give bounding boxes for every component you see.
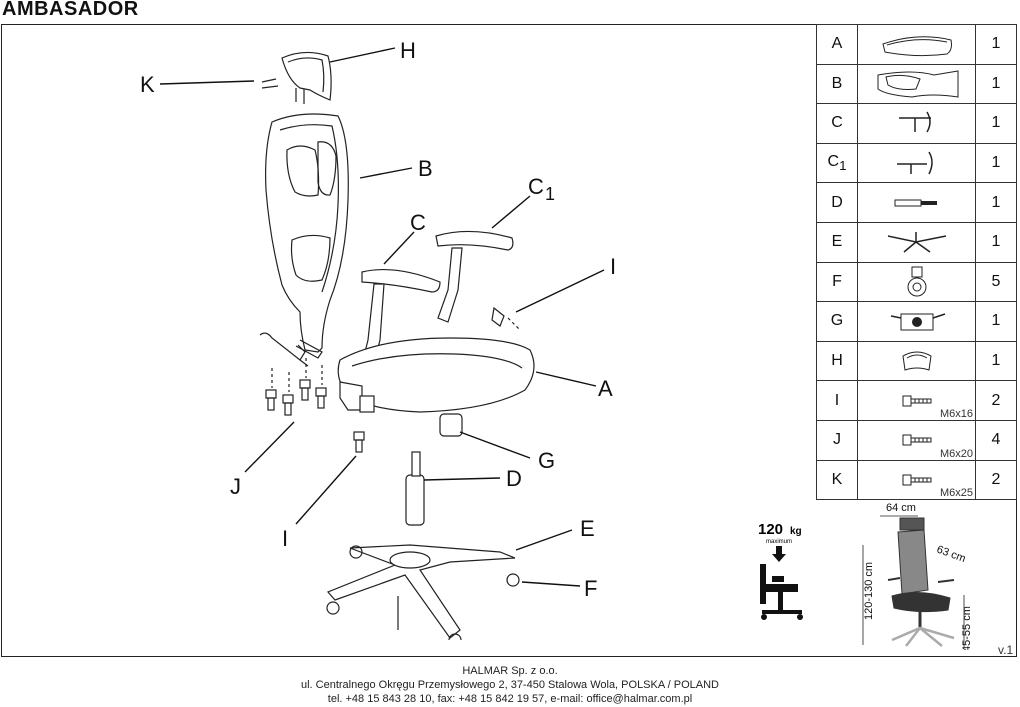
footer: HALMAR Sp. z o.o. ul. Centralnego Okręgu… — [0, 664, 1020, 706]
part-letter: E — [816, 221, 858, 263]
assembly-drawing: H K B C 1 C I A G D J I E F — [140, 38, 616, 640]
part-quantity: 1 — [975, 182, 1017, 223]
part-quantity: 1 — [975, 63, 1017, 105]
load-value: 120 — [758, 521, 783, 538]
part-letter: I — [816, 380, 858, 421]
part-quantity: 1 — [975, 24, 1017, 65]
page-title: AMBASADOR — [2, 0, 139, 20]
star-base-part — [326, 544, 516, 639]
load-label: maximum — [766, 539, 792, 545]
callout-i-top: I — [610, 254, 616, 279]
seat-part — [337, 337, 535, 413]
depth-dimension: 63 cm — [935, 544, 967, 566]
casters-part — [326, 545, 520, 640]
armrest-right-part — [435, 230, 514, 323]
part-letter: F — [816, 261, 858, 303]
part-quantity: 1 — [975, 103, 1017, 144]
part-letter: C1 — [816, 142, 858, 184]
callout-b: B — [418, 156, 433, 181]
backrest-icon — [857, 63, 976, 105]
seat-cushion-icon — [857, 24, 976, 65]
part-letter: A — [816, 24, 858, 65]
callout-g: G — [538, 448, 555, 473]
load-capacity-pictogram: 120 kg maximum — [758, 521, 803, 620]
armrest-icon — [857, 103, 976, 144]
part-quantity: 4 — [975, 419, 1017, 461]
bolt-icon: M6x16 — [857, 380, 976, 421]
callout-h: H — [400, 38, 416, 63]
bolt-icon: M6x25 — [857, 459, 976, 501]
star-base-icon — [857, 221, 976, 263]
leader-lines — [159, 47, 605, 587]
height-dimension: 120-130 cm — [863, 562, 875, 620]
bolt-icon: M6x20 — [857, 419, 976, 461]
callout-c1-subscript: 1 — [545, 184, 555, 204]
footer-address: ul. Centralnego Okręgu Przemysłowego 2, … — [300, 679, 719, 691]
footer-contact: tel. +48 15 843 28 10, fax: +48 15 842 1… — [327, 693, 693, 705]
callout-a: A — [598, 376, 613, 401]
headrest-icon — [857, 340, 976, 382]
bolt-size: M6x16 — [939, 407, 973, 420]
chair-photo-icon — [887, 517, 955, 647]
width-dimension: 64 cm — [886, 502, 916, 514]
callout-c: C — [410, 210, 426, 235]
part-letter: J — [816, 419, 858, 461]
part-letter: C — [816, 103, 858, 144]
gas-lift-icon — [857, 182, 976, 223]
chair-silhouette-icon — [760, 564, 803, 620]
load-unit: kg — [790, 526, 802, 537]
part-letter: B — [816, 63, 858, 105]
caster-wheel-icon — [857, 261, 976, 303]
backrest-part — [259, 113, 349, 367]
part-quantity: 1 — [975, 340, 1017, 382]
callout-c1: C — [528, 174, 544, 199]
callout-i-bottom: I — [282, 526, 288, 551]
part-quantity: 1 — [975, 221, 1017, 263]
callout-e: E — [580, 516, 595, 541]
part-quantity: 2 — [975, 459, 1017, 501]
armrest-right-icon — [857, 142, 976, 184]
part-letter: K — [816, 459, 858, 501]
part-letter: H — [816, 340, 858, 382]
version-label: v.1 — [998, 643, 1014, 657]
part-letter-subscript: 1 — [839, 158, 847, 174]
headrest-part — [261, 51, 332, 104]
part-quantity: 1 — [975, 142, 1017, 184]
bolts-part — [265, 306, 521, 630]
gas-lift-part — [405, 451, 425, 526]
callout-f: F — [584, 576, 597, 601]
bolt-size: M6x25 — [939, 487, 973, 500]
mechanism-part — [339, 381, 463, 437]
callout-d: D — [506, 466, 522, 491]
diagram-frame — [1, 24, 1017, 657]
bolt-size: M6x20 — [939, 447, 973, 460]
footer-company: HALMAR Sp. z o.o. — [462, 665, 558, 677]
callout-k: K — [140, 72, 155, 97]
tilt-mechanism-icon — [857, 301, 976, 342]
part-quantity: 2 — [975, 380, 1017, 421]
seat-height-dimension: 45-55 cm — [961, 606, 973, 650]
part-letter: G — [816, 301, 858, 342]
dimensions-illustration: 64 cm 63 cm 120-130 cm 45-55 cm — [862, 502, 973, 650]
part-quantity: 5 — [975, 261, 1017, 303]
part-quantity: 1 — [975, 301, 1017, 342]
part-letter: D — [816, 182, 858, 223]
callout-j: J — [230, 474, 241, 499]
